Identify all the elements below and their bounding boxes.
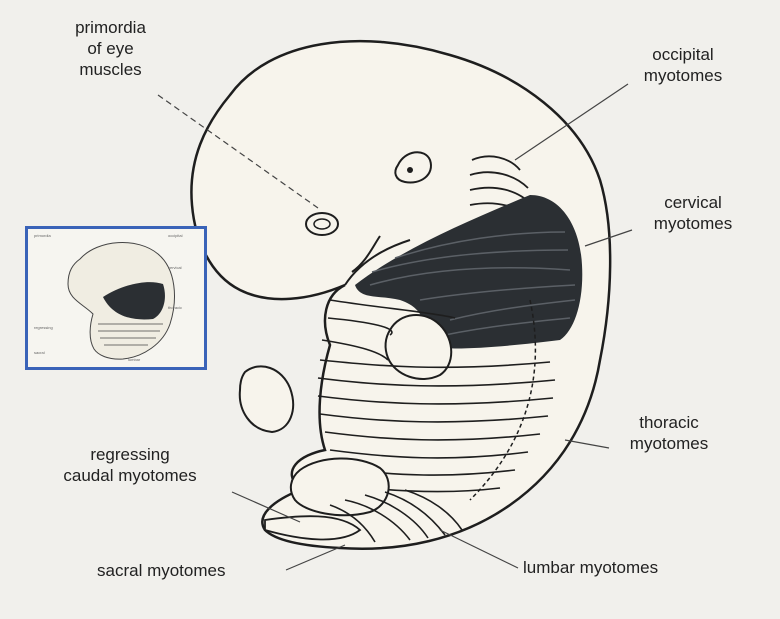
otic-spot: [407, 167, 413, 173]
lower-limb-bud: [291, 458, 389, 515]
label-thoracic: thoracic myotomes: [604, 412, 734, 454]
label-occipital-line1: occipital: [618, 44, 748, 65]
thumbnail-icon: primordia occipital cervical thoracic regr…: [28, 229, 204, 367]
label-caudal-line2: caudal myotomes: [30, 465, 230, 486]
svg-text:lumbar: lumbar: [128, 357, 141, 362]
label-eye-muscles-line3: muscles: [48, 59, 173, 80]
label-caudal-line1: regressing: [30, 444, 230, 465]
heart-bulge: [240, 366, 293, 432]
thumbnail-inset: primordia occipital cervical thoracic regr…: [25, 226, 207, 370]
svg-text:cervical: cervical: [168, 265, 182, 270]
label-thoracic-line2: myotomes: [604, 433, 734, 454]
label-caudal: regressing caudal myotomes: [30, 444, 230, 486]
svg-text:thoracic: thoracic: [168, 305, 182, 310]
label-eye-muscles: primordia of eye muscles: [48, 17, 173, 80]
svg-text:primordia: primordia: [34, 233, 51, 238]
label-occipital: occipital myotomes: [618, 44, 748, 86]
label-occipital-line2: myotomes: [618, 65, 748, 86]
svg-text:sacral: sacral: [34, 350, 45, 355]
label-eye-muscles-line1: primordia: [48, 17, 173, 38]
label-thoracic-line1: thoracic: [604, 412, 734, 433]
label-sacral: sacral myotomes: [97, 560, 225, 581]
label-cervical-line2: myotomes: [628, 213, 758, 234]
svg-text:occipital: occipital: [168, 233, 183, 238]
label-lumbar: lumbar myotomes: [523, 557, 658, 578]
svg-text:regressing: regressing: [34, 325, 53, 330]
eye: [306, 213, 338, 235]
label-cervical-line1: cervical: [628, 192, 758, 213]
label-cervical: cervical myotomes: [628, 192, 758, 234]
label-eye-muscles-line2: of eye: [48, 38, 173, 59]
